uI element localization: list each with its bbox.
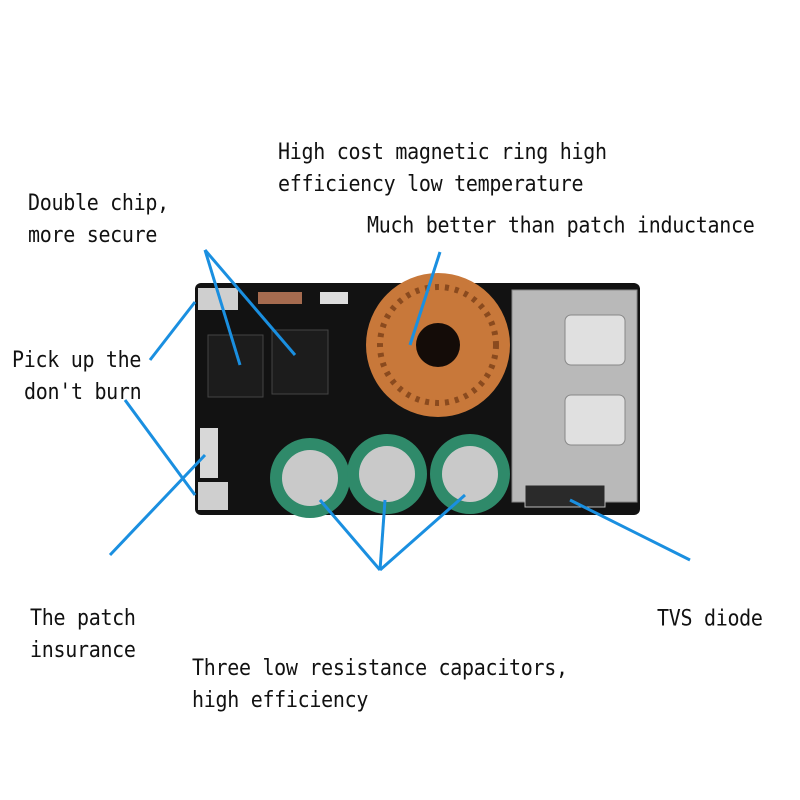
fuse-component xyxy=(200,428,218,478)
label-pick-up: Pick up the don't burn xyxy=(12,344,142,408)
label-line: high efficiency xyxy=(192,686,369,713)
capacitors xyxy=(270,434,510,518)
usb-port xyxy=(511,289,638,503)
label-line: efficiency low temperature xyxy=(278,170,584,197)
label-magnetic-ring: High cost magnetic ring high efficiency … xyxy=(278,136,607,200)
label-capacitors: Three low resistance capacitors, high ef… xyxy=(192,652,568,716)
smd-part xyxy=(320,292,348,304)
label-patch-inductance: Much better than patch inductance xyxy=(367,211,755,239)
label-line: insurance xyxy=(30,636,136,663)
label-double-chip: Double chip, more secure xyxy=(28,187,169,251)
toroid-inductor xyxy=(366,273,510,417)
annotation-arrows xyxy=(108,249,691,572)
label-tvs-diode: TVS diode xyxy=(657,604,763,632)
label-line: The patch xyxy=(30,604,136,631)
label-line: Double chip, xyxy=(28,189,169,216)
mounting-pad xyxy=(198,482,228,510)
label-line: Three low resistance capacitors, xyxy=(192,654,568,681)
label-line: don't burn xyxy=(24,378,142,405)
tvs-diode xyxy=(524,484,606,508)
label-line: Pick up the xyxy=(12,346,142,373)
mounting-pad xyxy=(198,288,238,310)
label-patch-insurance: The patch insurance xyxy=(30,602,136,666)
label-line: High cost magnetic ring high xyxy=(278,138,607,165)
chip-1 xyxy=(207,334,264,398)
smd-diode xyxy=(258,292,302,304)
label-line: more secure xyxy=(28,221,158,248)
